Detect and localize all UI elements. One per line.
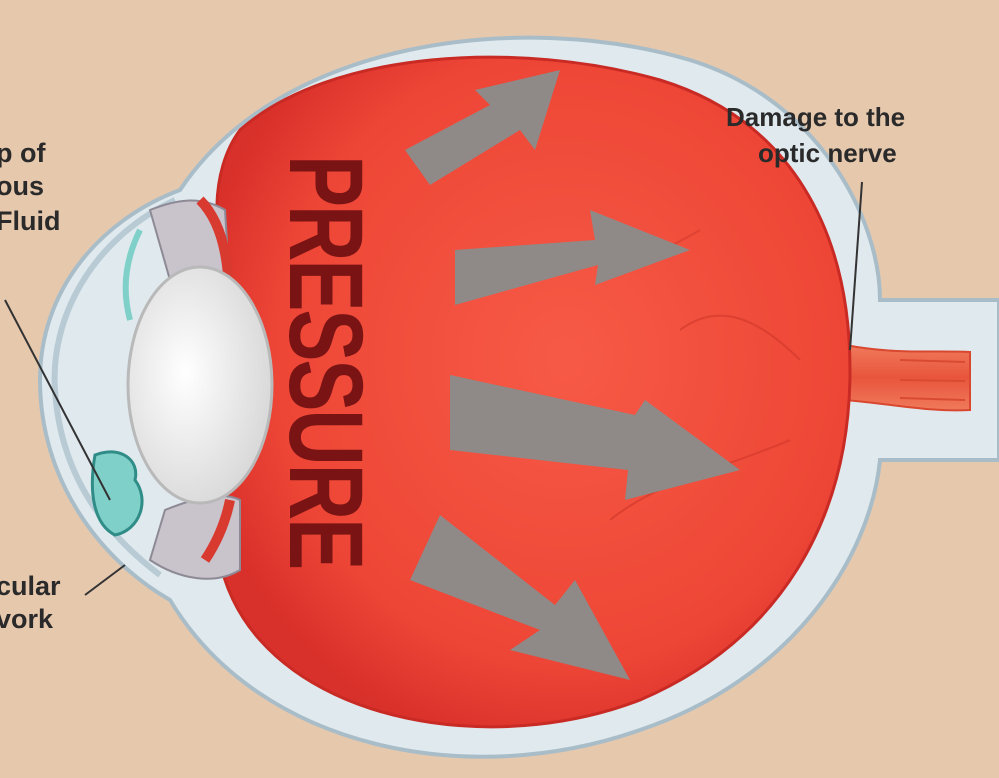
label-trabecular-2: vork <box>0 604 54 634</box>
label-damage-1: Damage to the <box>726 102 905 132</box>
label-trabecular-1: cular <box>0 571 61 601</box>
leader-trabecular <box>85 565 125 595</box>
label-buildup-3: Fluid <box>0 206 60 236</box>
pressure-text: PRESSURE <box>267 155 385 568</box>
trabecular-meshwork <box>92 452 142 535</box>
label-buildup-2: ous <box>0 171 44 201</box>
label-damage-2: optic nerve <box>758 138 897 168</box>
label-buildup-1: p of <box>0 138 46 168</box>
lens-icon <box>128 267 272 503</box>
